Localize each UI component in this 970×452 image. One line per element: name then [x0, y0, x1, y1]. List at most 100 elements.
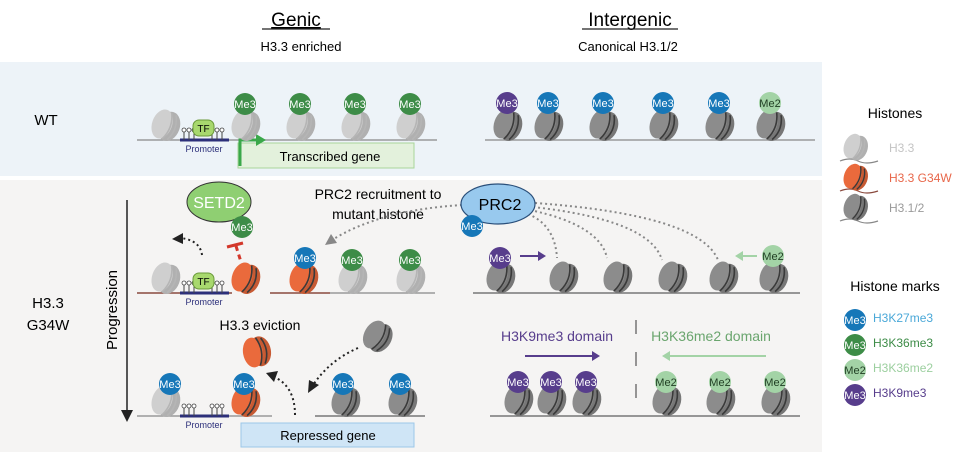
nucleosome-g34w [231, 262, 261, 294]
svg-text:H3K36me3: H3K36me3 [873, 336, 933, 350]
svg-text:Me3: Me3 [844, 340, 865, 352]
k9-spread-arrow [538, 251, 546, 261]
svg-text:Me3: Me3 [844, 390, 865, 402]
nucleosome-g34w [289, 262, 319, 294]
nucleosome-h33 [151, 109, 181, 141]
mark-h3k36me3-badge: Me3 [844, 334, 866, 356]
svg-text:Me3: Me3 [575, 377, 596, 389]
transcribed-gene-box [237, 142, 415, 169]
k9-domain-arrow [592, 351, 600, 361]
nucleosome-h312 [756, 109, 786, 141]
tf-label: TF [197, 277, 209, 288]
mark-h3k27me3-badge: Me3 [708, 92, 730, 114]
prc2-spreading-lines [527, 202, 719, 261]
nucleosome-h312 [706, 384, 736, 416]
nucleosome-h312 [534, 109, 564, 141]
svg-text:Me3: Me3 [344, 99, 365, 111]
mark-h3k27me3-badge: Me3 [592, 92, 614, 114]
mark-h3k36me3-badge: Me3 [399, 249, 421, 271]
mark-h3k36me2-badge: Me2 [759, 92, 781, 114]
legend-marks-title: Histone marks [850, 278, 939, 294]
nucleosome-h33 [286, 109, 316, 141]
nucleosome-h33 [396, 109, 426, 141]
svg-text:H3K9me3: H3K9me3 [873, 386, 927, 400]
svg-text:Me2: Me2 [764, 377, 785, 389]
nucleosome-h312 [486, 261, 516, 293]
svg-text:Me3: Me3 [461, 221, 482, 233]
mark-h3k27me3-badge: Me3 [461, 215, 483, 237]
svg-text:Me3: Me3 [399, 255, 420, 267]
genic-title: Genic [271, 10, 321, 31]
svg-text:Me3: Me3 [341, 255, 362, 267]
svg-text:Me3: Me3 [708, 98, 729, 110]
legend-histone-g34w: H3.3 G34W [839, 163, 952, 194]
mark-h3k27me3-badge: Me3 [537, 92, 559, 114]
svg-text:H3.3 G34W: H3.3 G34W [889, 171, 952, 185]
svg-text:Me3: Me3 [234, 99, 255, 111]
mark-h3k27me3-badge: Me3 [233, 373, 255, 395]
nucleosome-h33 [843, 133, 869, 161]
prc2-recruitment-2: mutant histone [332, 206, 424, 222]
svg-text:H3K36me2: H3K36me2 [873, 361, 933, 375]
mark-h3k36me2-badge: Me2 [762, 245, 784, 267]
svg-text:Me3: Me3 [844, 315, 865, 327]
svg-text:Me3: Me3 [233, 379, 254, 391]
mark-h3k27me3-badge: Me3 [652, 92, 674, 114]
setd2-label: SETD2 [193, 195, 245, 212]
prc2-recruitment-1: PRC2 recruitment to [315, 186, 442, 202]
mark-h3k36me3-badge: Me3 [289, 93, 311, 115]
svg-text:Me3: Me3 [399, 99, 420, 111]
inhibition-icon [226, 241, 244, 263]
h3k36me2-domain-label: H3K36me2 domain [651, 328, 771, 344]
promoter: Promoter [180, 403, 229, 430]
mark-h3k9me3-badge: Me3 [844, 384, 866, 406]
mutant-label-2: G34W [27, 317, 70, 334]
nucleosome-h312 [362, 320, 393, 353]
svg-text:Me3: Me3 [652, 98, 673, 110]
repressed-gene-label: Repressed gene [280, 428, 375, 443]
prc2-complex [460, 183, 536, 225]
svg-text:Me2: Me2 [762, 251, 783, 263]
tf-label: TF [197, 124, 209, 135]
mark-h3k36me2-badge: Me2 [844, 359, 866, 381]
legend-histone-h33: H3.3 [839, 133, 915, 164]
nucleosome-h312 [759, 261, 789, 293]
svg-text:Me3: Me3 [592, 98, 613, 110]
mark-h3k36me2-badge: Me2 [655, 371, 677, 393]
mark-h3k36me3-badge: Me3 [344, 93, 366, 115]
legend-mark-k36me2: Me2 H3K36me2 [844, 359, 933, 381]
svg-text:Me3: Me3 [507, 377, 528, 389]
legend-mark-k9: Me3 H3K9me3 [844, 384, 927, 406]
intergenic-subtitle: Canonical H3.1/2 [578, 39, 678, 54]
nucleosome-g34w [242, 336, 272, 368]
mark-h3k36me2-badge: Me2 [709, 371, 731, 393]
mark-h3k9me3-badge: Me3 [575, 371, 597, 393]
svg-text:Me2: Me2 [655, 377, 676, 389]
eviction-label: H3.3 eviction [220, 317, 301, 333]
nucleosome-h33 [341, 109, 371, 141]
mark-h3k36me3-badge: Me3 [341, 249, 363, 271]
nucleosome-h312 [709, 261, 739, 293]
svg-text:Me3: Me3 [389, 379, 410, 391]
k36-spread-arrow [735, 251, 743, 261]
mark-h3k9me3-badge: Me3 [507, 371, 529, 393]
mark-h3k27me3-badge: Me3 [389, 373, 411, 395]
legend-mark-k36me3: Me3 H3K36me3 [844, 334, 933, 356]
mark-h3k36me2-badge: Me2 [764, 371, 786, 393]
mark-h3k27me3-badge: Me3 [294, 247, 316, 269]
svg-text:Me2: Me2 [844, 365, 865, 377]
nucleosome-h312 [658, 261, 688, 293]
tf-protein [192, 119, 215, 137]
mark-h3k9me3-badge: Me3 [489, 247, 511, 269]
svg-text:Me3: Me3 [289, 99, 310, 111]
svg-text:H3.3: H3.3 [889, 141, 915, 155]
mark-h3k27me3-badge: Me3 [844, 309, 866, 331]
nucleosome-h312 [603, 261, 633, 293]
mark-h3k27me3-badge: Me3 [332, 373, 354, 395]
mark-h3k36me3-badge: Me3 [399, 93, 421, 115]
nucleosome-h312 [843, 193, 869, 221]
setd2-complex [186, 181, 252, 223]
